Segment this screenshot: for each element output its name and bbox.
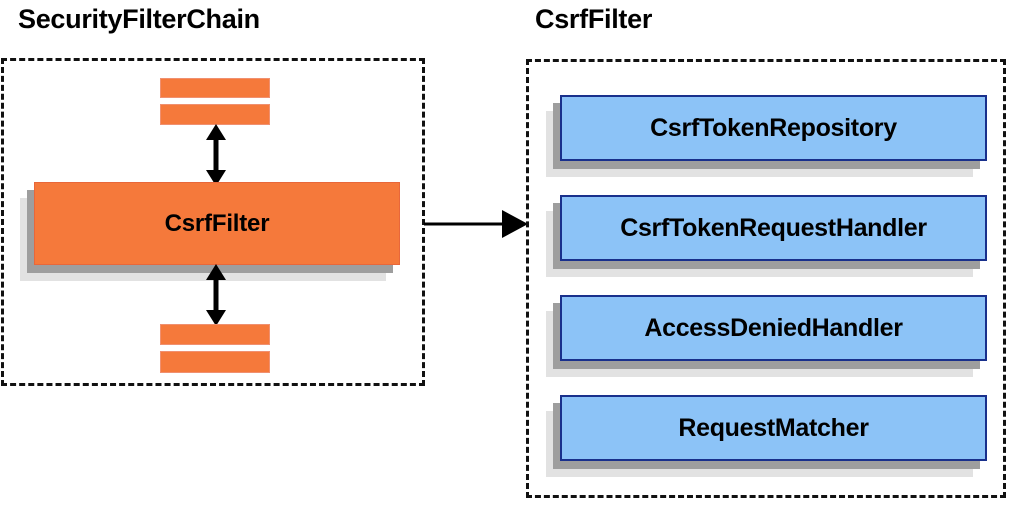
filter-strip-above-1[interactable] [160, 78, 270, 98]
double-arrow-below-icon [206, 264, 226, 326]
filter-strip-above-2[interactable] [160, 104, 270, 125]
panel-security-filter-chain [1, 58, 425, 386]
node-request-matcher[interactable]: RequestMatcher [560, 395, 987, 461]
node-access-denied-handler[interactable]: AccessDeniedHandler [560, 295, 987, 361]
cross-link-arrow-icon [424, 210, 528, 238]
filter-strip-below-2[interactable] [160, 351, 270, 373]
node-csrf-token-request-handler[interactable]: CsrfTokenRequestHandler [560, 195, 987, 261]
page-title-csrf-filter: CsrfFilter [535, 4, 653, 34]
double-arrow-above-icon [206, 124, 226, 186]
node-csrf-token-repository[interactable]: CsrfTokenRepository [560, 95, 987, 161]
filter-strip-below-1[interactable] [160, 324, 270, 345]
panel-csrf-filter [526, 59, 1006, 498]
node-csrf-filter[interactable]: CsrfFilter [34, 182, 400, 265]
page-title-security-filter-chain: SecurityFilterChain [18, 4, 260, 34]
